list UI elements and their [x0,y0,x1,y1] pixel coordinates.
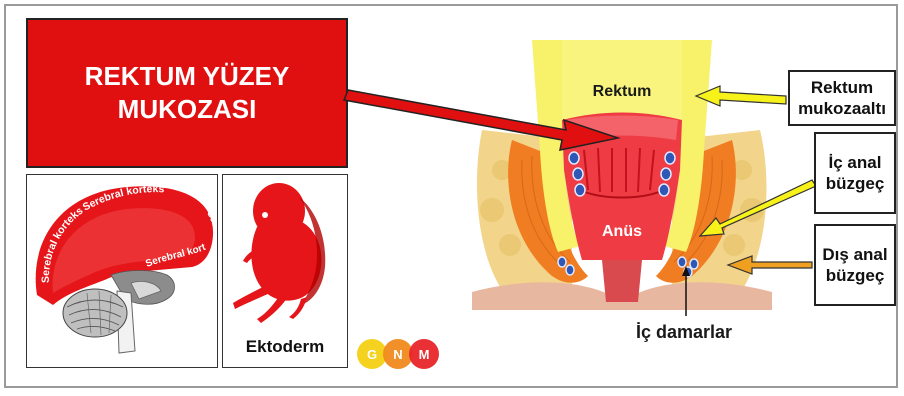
internal-veins-label: İç damarlar [636,322,732,343]
internal-sphincter-callout-text: İç anal büzgeç [820,152,890,194]
submucosa-arrow [696,86,786,106]
main-red-arrow [344,90,618,150]
internal-sphincter-arrow [700,180,816,236]
external-sphincter-callout-text: Dış anal büzgeç [820,244,890,286]
external-sphincter-arrow [728,256,812,274]
submucosa-callout: Rektum mukozaaltı [788,70,896,126]
submucosa-callout-text: Rektum mukozaaltı [794,77,890,119]
external-sphincter-callout: Dış anal büzgeç [814,224,896,306]
internal-sphincter-callout: İç anal büzgeç [814,132,896,214]
